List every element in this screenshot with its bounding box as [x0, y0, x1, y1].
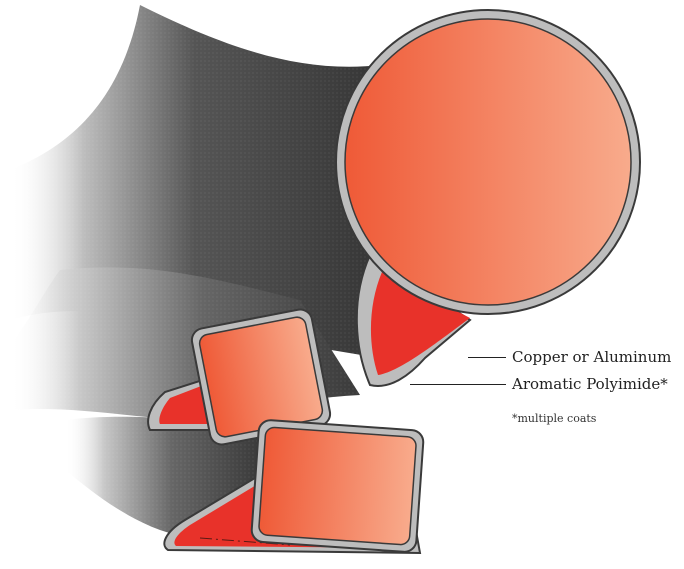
conductor-leader-line [468, 357, 506, 358]
insulation-leader-line [410, 384, 506, 385]
conductor-label: Copper or Aluminum [512, 350, 671, 365]
insulation-label: Aromatic Polyimide* [512, 377, 668, 392]
round-conductor [336, 10, 640, 386]
footnote: *multiple coats [512, 413, 596, 424]
